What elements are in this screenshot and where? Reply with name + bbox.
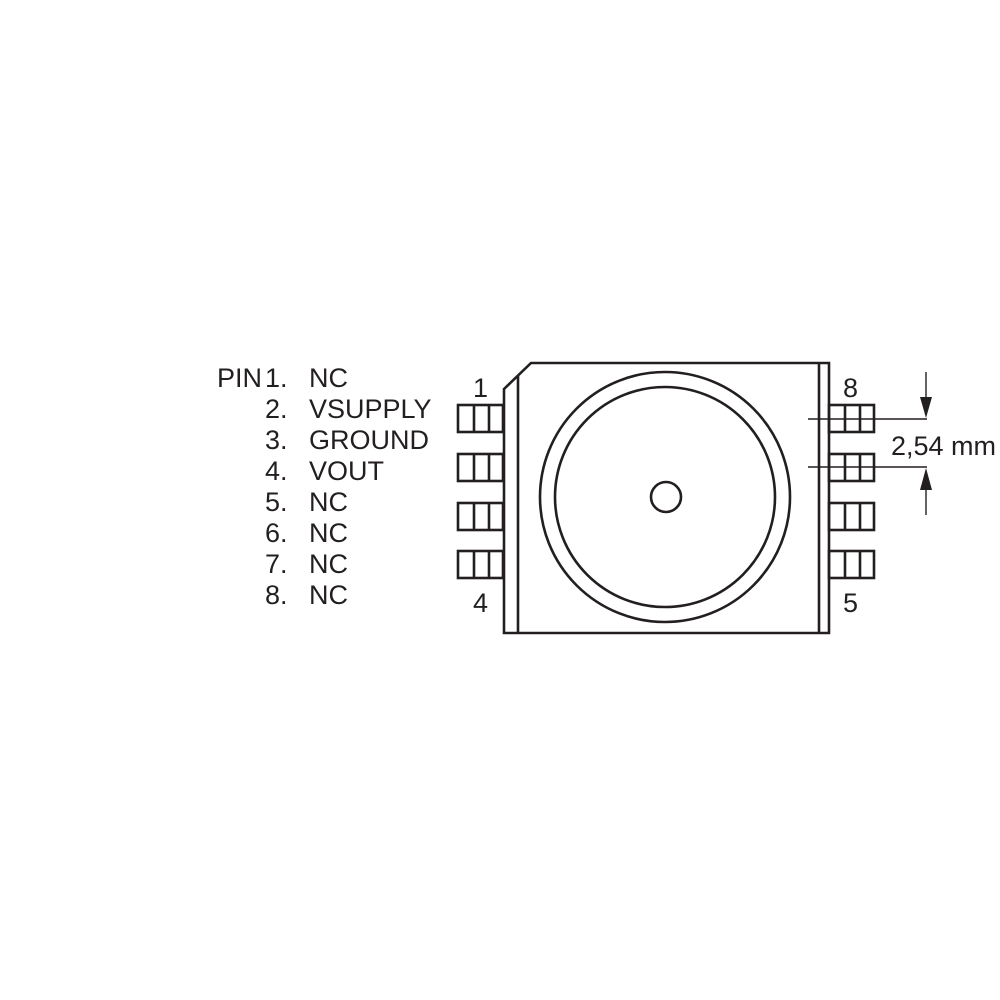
pad-pin-6	[827, 501, 876, 532]
label-pin-5: 5	[843, 588, 858, 618]
pad-pin-1	[456, 403, 505, 434]
pin-name-4: VOUT	[309, 456, 384, 486]
pin-number-2: 2.	[265, 394, 288, 424]
pin-number-8: 8.	[265, 580, 288, 610]
pin-number-4: 4.	[265, 456, 288, 486]
label-pin-4: 4	[473, 588, 488, 618]
label-pin-8: 8	[843, 373, 858, 403]
left-pads	[456, 403, 505, 580]
label-pin-1: 1	[473, 373, 488, 403]
pin-number-1: 1.	[265, 363, 288, 393]
inner-ring	[553, 385, 777, 609]
pad-pin-3	[456, 501, 505, 532]
package-body	[502, 361, 831, 635]
pin-name-6: NC	[309, 518, 348, 548]
pad-pin-4	[456, 549, 505, 580]
arrow-up-icon	[920, 468, 932, 490]
pin-name-8: NC	[309, 580, 348, 610]
pin-name-5: NC	[309, 487, 348, 517]
pitch-dimension: 2,54 mm	[808, 372, 996, 515]
pin-name-7: NC	[309, 549, 348, 579]
pin-name-3: GROUND	[309, 425, 429, 455]
outer-ring	[538, 370, 792, 624]
pin-number-5: 5.	[265, 487, 288, 517]
pin-number-3: 3.	[265, 425, 288, 455]
pin-list-prefix: PIN	[217, 363, 262, 393]
package-outline	[502, 361, 831, 635]
pin-list: PIN 1. NC 2. VSUPPLY 3. GROUND 4. VOUT 5…	[217, 363, 432, 610]
pin-number-6: 6.	[265, 518, 288, 548]
right-pads	[827, 403, 876, 580]
arrow-down-icon	[920, 397, 932, 418]
pad-pin-5	[827, 549, 876, 580]
pin-number-7: 7.	[265, 549, 288, 579]
center-port-icon	[649, 480, 683, 514]
pin-name-2: VSUPPLY	[309, 394, 432, 424]
pad-pin-2	[456, 452, 505, 483]
pin-name-1: NC	[309, 363, 348, 393]
pitch-label: 2,54 mm	[891, 431, 996, 461]
